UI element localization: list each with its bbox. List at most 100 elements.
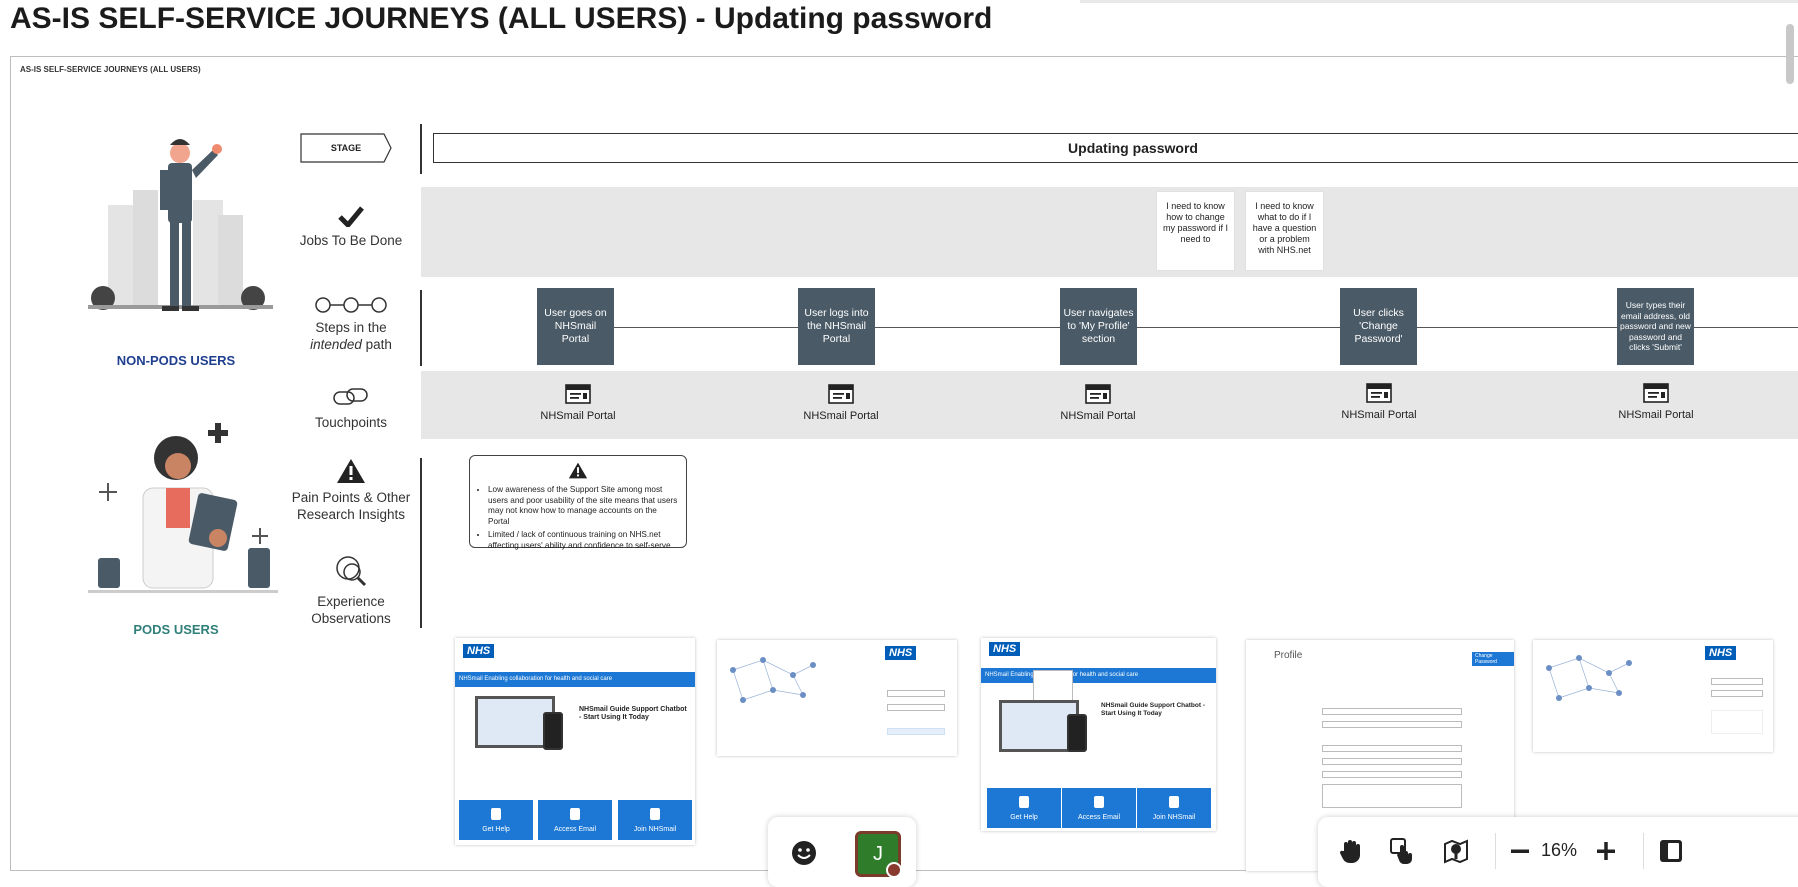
panel-toggle-button[interactable] [1656,837,1686,867]
tile-join-nhsmail[interactable]: Join NHSmail [1137,788,1211,828]
browser-window-icon [828,384,854,404]
step-1[interactable]: User goes on NHSmail Portal [537,288,614,365]
touchpoint-4-label: NHSmail Portal [1341,409,1417,421]
profile-textarea[interactable] [1322,784,1462,808]
steps-label-em: intended [310,336,362,352]
profile-field[interactable] [1322,745,1462,752]
page-title: AS-IS SELF-SERVICE JOURNEYS (ALL USERS) … [10,2,993,35]
network-graphic [730,657,816,703]
touchpoint-3[interactable]: NHSmail Portal [1038,384,1158,422]
collab-toolbar: J [768,817,916,887]
path-steps-icon [315,297,387,313]
tile-get-help[interactable]: Get Help [987,788,1061,828]
avatar-badge-icon [886,862,902,878]
tile-access-email[interactable]: Access Email [1062,788,1136,828]
browser-window-icon [1085,384,1111,404]
experience-row-label: Experience Observations [286,554,416,628]
zoom-in-button[interactable] [1591,837,1621,867]
stage-divider [420,124,422,174]
map-pin-button[interactable] [1441,837,1471,867]
minus-icon [1511,849,1529,853]
login-instructions [1711,710,1763,734]
steps-label-tail: path [361,336,392,352]
plus-icon [1597,841,1615,860]
step-5[interactable]: User types their email address, old pass… [1617,288,1694,365]
touchpoint-1-label: NHSmail Portal [540,410,616,422]
step-2[interactable]: User logs into the NHSmail Portal [798,288,875,365]
tile-join-nhsmail[interactable]: Join NHSmail [618,800,692,840]
pain-point-2: Limited / lack of continuous training on… [488,530,678,551]
experience-label: Experience Observations [311,594,391,626]
pain-point-1: Low awareness of the Support Site among … [488,485,678,527]
promo-title: NHSmail Guide Support Chatbot - Start Us… [579,706,687,721]
nhs-banner: NHSmail Enabling collaboration for healt… [455,672,695,687]
stage-tag-label: STAGE [330,143,362,153]
login-field[interactable] [1711,690,1763,697]
screenshot-homepage-2[interactable]: NHS NHSmail Enabling collaboration for h… [981,638,1216,831]
zoom-out-button[interactable] [1505,837,1535,867]
job-note-2[interactable]: I need to know what to do if I have a qu… [1246,192,1323,270]
step-4[interactable]: User clicks 'Change Password' [1340,288,1417,365]
board-label: AS-IS SELF-SERVICE JOURNEYS (ALL USERS) [20,65,201,74]
nhs-logo: NHS [885,646,917,660]
screenshot-homepage-1[interactable]: NHS NHSmail Enabling collaboration for h… [455,638,695,845]
login-field[interactable] [1711,678,1763,685]
pointer-tool-button[interactable] [1388,837,1418,867]
touchpoint-2-label: NHSmail Portal [803,410,879,422]
touchpoints-row-label: Touchpoints [286,387,416,432]
change-password-button[interactable]: Change Password [1472,652,1514,666]
profile-field[interactable] [1322,708,1462,715]
warning-icon [337,459,365,483]
touchpoint-2[interactable]: NHSmail Portal [781,384,901,422]
emoji-button[interactable] [790,839,818,867]
touchpoint-5-label: NHSmail Portal [1618,409,1694,421]
job-note-1[interactable]: I need to know how to change my password… [1157,192,1234,270]
pain-row-label: Pain Points & Other Research Insights [286,458,416,524]
hand-tool-button[interactable] [1336,837,1366,867]
top-bar-edge [1080,0,1798,3]
profile-field[interactable] [1322,758,1462,765]
toolbar-divider [1495,833,1496,869]
profile-title: Profile [1274,650,1303,661]
steps-divider [420,290,422,366]
tile-access-email[interactable]: Access Email [538,800,612,840]
nhs-banner: NHSmail Enabling collaboration for healt… [981,668,1216,683]
zoom-level[interactable]: 16% [1540,840,1578,860]
touchpoints-band [421,371,1798,439]
touchpoint-4[interactable]: NHSmail Portal [1319,383,1439,421]
tile-get-help[interactable]: Get Help [459,800,533,840]
stage-title: Updating password [433,133,1798,163]
promo-title: NHSmail Guide Support Chatbot - Start Us… [1101,702,1205,717]
jobs-label: Jobs To Be Done [299,233,403,248]
login-field[interactable] [887,690,945,697]
browser-window-icon [565,384,591,404]
profile-field[interactable] [1322,771,1462,778]
sidebar-panel-icon [1660,839,1682,862]
login-field[interactable] [887,704,945,711]
canvas-toolbar: 16% [1318,817,1798,887]
link-icon [333,388,368,405]
nhs-logo: NHS [463,644,495,658]
pods-illustration [88,423,278,593]
nhs-logo: NHS [989,642,1021,656]
steps-label-line1: Steps in the [315,320,387,335]
login-panel [887,728,945,735]
monitor-image [999,700,1079,752]
pain-points-card[interactable]: Low awareness of the Support Site among … [469,455,687,551]
profile-field[interactable] [1322,721,1462,728]
nhs-logo: NHS [1705,646,1737,660]
step-3[interactable]: User navigates to 'My Profile' section [1060,288,1137,365]
hand-icon [1339,840,1360,864]
steps-row-label: Steps in the intended path [286,296,416,354]
touchpoint-5[interactable]: NHSmail Portal [1596,383,1716,421]
screenshot-login-2[interactable]: NHS [1533,640,1773,752]
vertical-scrollbar[interactable] [1786,24,1794,84]
browser-window-icon [1366,383,1392,403]
checkmark-icon [338,206,364,227]
insights-divider [420,458,422,628]
magnifier-icon [336,556,367,587]
touchpoint-1[interactable]: NHSmail Portal [518,384,638,422]
smiley-icon [792,841,816,865]
screenshot-login-1[interactable]: NHS [717,640,957,756]
stage-tag: STAGE [300,133,392,163]
